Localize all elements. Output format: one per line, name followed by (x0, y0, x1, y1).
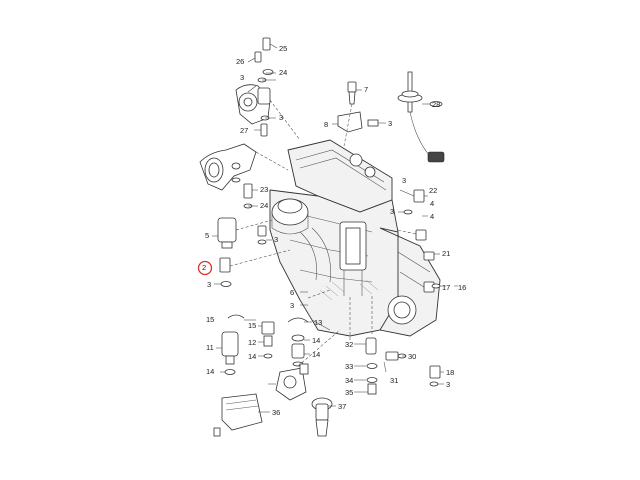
callout-3: 3 (388, 119, 392, 128)
callout-17: 17 (442, 283, 450, 292)
callout-3: 3 (240, 73, 244, 82)
temperature-sensor-5 (217, 217, 267, 249)
vacuum-valve-37 (311, 397, 333, 437)
callout-18: 18 (446, 368, 454, 377)
callout-24: 24 (260, 201, 268, 210)
callout-15: 15 (206, 315, 214, 324)
callout-3: 3 (402, 176, 406, 185)
callout-3: 3 (446, 380, 450, 389)
thermostat-housing-35 (275, 363, 309, 401)
callout-23: 23 (260, 185, 268, 194)
injector-parts-30-35 (365, 337, 407, 395)
callout-5: 5 (205, 231, 209, 240)
callout-31: 31 (390, 376, 398, 385)
callout-numbers: 25 26 24 3 3 27 23 24 5 3 2 3 7 8 3 28 3… (202, 44, 466, 417)
callout-3: 3 (279, 113, 283, 122)
callout-32: 32 (345, 340, 353, 349)
callout-16: 16 (458, 283, 466, 292)
callout-37: 37 (338, 402, 346, 411)
callout-24: 24 (279, 68, 287, 77)
callout-12: 12 (248, 338, 256, 347)
engine-block (269, 139, 441, 337)
callout-25: 25 (279, 44, 287, 53)
callout-4: 4 (430, 199, 434, 208)
callout-7: 7 (364, 85, 368, 94)
callout-8: 8 (324, 120, 328, 129)
control-unit-36 (213, 393, 263, 437)
callout-3: 3 (274, 235, 278, 244)
bracket-8 (337, 111, 379, 133)
callout-14: 14 (312, 350, 320, 359)
callout-4: 4 (430, 212, 434, 221)
callout-33: 33 (345, 362, 353, 371)
coolant-pipe-elbow (199, 143, 257, 209)
sensor-parts-right (403, 189, 441, 293)
sender-unit-2 (219, 257, 232, 287)
callout-36: 36 (272, 408, 280, 417)
callout-3: 3 (290, 301, 294, 310)
callout-28: 28 (432, 100, 440, 109)
callout-6: 6 (290, 288, 294, 297)
sensor-18 (429, 365, 441, 387)
sensor-group-left-bottom (221, 314, 275, 375)
callout-2: 2 (202, 263, 206, 272)
callout-14: 14 (248, 352, 256, 361)
callout-27: 27 (240, 126, 248, 135)
leader-lines (212, 43, 458, 413)
callout-11: 11 (206, 343, 214, 352)
callout-30: 30 (408, 352, 416, 361)
clip-and-sender-13 (287, 317, 309, 367)
callout-15: 15 (248, 321, 256, 330)
callout-13: 13 (314, 318, 322, 327)
highlight-circle-callout-2 (197, 260, 213, 276)
dipstick-sensor-28 (397, 71, 445, 163)
callout-26: 26 (236, 57, 244, 66)
callout-21: 21 (442, 249, 450, 258)
oil-pressure-switch-7 (347, 81, 357, 105)
callout-3: 3 (390, 207, 394, 216)
callout-14: 14 (206, 367, 214, 376)
callout-35: 35 (345, 388, 353, 397)
callout-14: 14 (312, 336, 320, 345)
callout-3: 3 (207, 280, 211, 289)
callout-22: 22 (429, 186, 437, 195)
callout-34: 34 (345, 376, 353, 385)
